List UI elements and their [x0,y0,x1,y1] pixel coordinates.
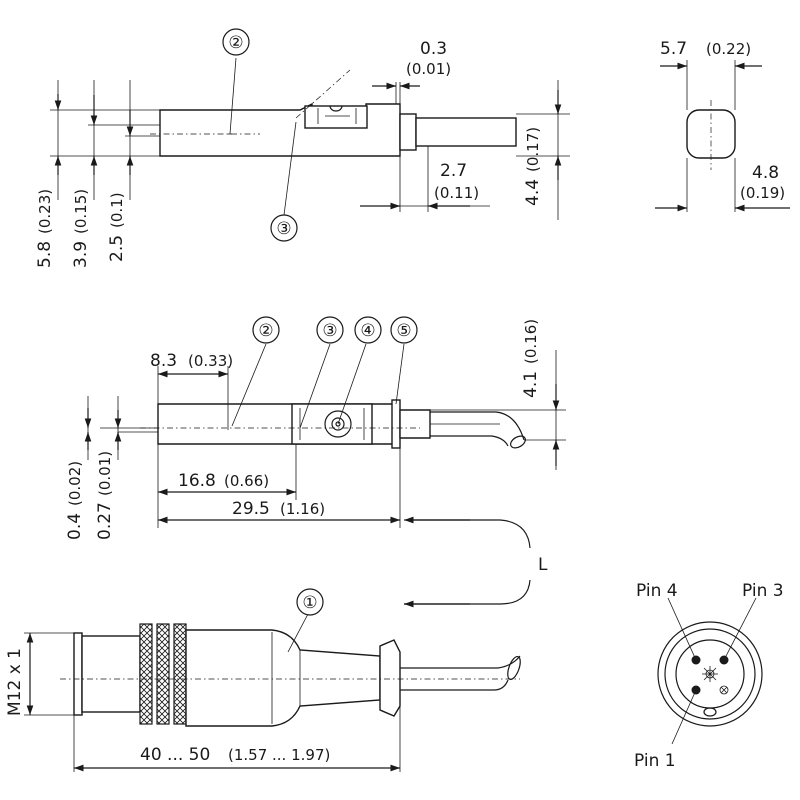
dim-4.4: 4.4 [523,179,543,206]
svg-text:③: ③ [322,321,337,341]
callout-5-side: ⑤ [390,316,418,344]
dim-0.3-in: (0.01) [406,60,451,78]
length-label: L [538,555,548,575]
cable-length-dimension [404,516,531,608]
svg-text:③: ③ [276,219,291,239]
top-view [50,57,570,220]
dim-29.5: 29.5 [232,499,270,519]
svg-text:②: ② [258,321,273,341]
dim-8.3-in: (0.33) [188,352,233,370]
end-view [655,60,790,212]
dim-5.8-in: (0.23) [36,189,54,234]
dim-2.5-in: (0.1) [108,192,126,228]
dim-3.9-in: (0.15) [72,189,90,234]
dim-29.5-in: (1.16) [280,500,325,518]
side-view [84,343,566,528]
cable-top [415,117,517,147]
dim-5.8: 5.8 [35,241,55,268]
dim-2.5: 2.5 [107,235,127,262]
dim-2.7: 2.7 [440,161,467,181]
svg-text:①: ① [302,593,317,613]
dim-4.1-in: (0.16) [522,319,540,364]
dim-5.7-in: (0.22) [706,40,751,58]
dim-0.4-in: (0.02) [66,461,84,506]
svg-text:⑤: ⑤ [396,321,411,341]
callout-2-top: ② [222,28,250,56]
svg-text:④: ④ [360,321,375,341]
dim-8.3: 8.3 [150,351,177,371]
dim-0.27: 0.27 [95,502,115,540]
dim-4.4-in: (0.17) [524,127,542,172]
callout-4-side: ④ [354,316,382,344]
pin-3-label: Pin 3 [742,581,784,601]
dim-0.4: 0.4 [65,513,85,540]
dim-16.8: 16.8 [178,471,216,491]
thread-label: M12 x 1 [5,648,25,716]
dim-0.27-in: (0.01) [96,451,114,496]
dim-4.1: 4.1 [521,371,541,398]
svg-text:②: ② [228,33,243,53]
callout-1: ① [296,588,324,616]
callout-3-top: ③ [270,214,298,242]
dim-4.8: 4.8 [752,163,779,183]
dim-0.3: 0.3 [420,39,447,59]
dim-connector-length: 40 ... 50 [140,745,210,765]
dim-connector-length-in: (1.57 ... 1.97) [228,746,330,764]
dim-3.9: 3.9 [71,241,91,268]
dim-4.8-in: (0.19) [740,184,785,202]
pin-1-label: Pin 1 [634,751,676,771]
dim-2.7-in: (0.11) [434,184,479,202]
callout-3-side: ③ [316,316,344,344]
callout-2-side: ② [252,316,280,344]
dim-5.7: 5.7 [660,39,687,59]
dim-16.8-in: (0.66) [224,472,269,490]
pin-4-label: Pin 4 [636,581,678,601]
clamp-block [304,105,368,129]
pinout-view [657,597,763,745]
connector-view [24,613,521,772]
